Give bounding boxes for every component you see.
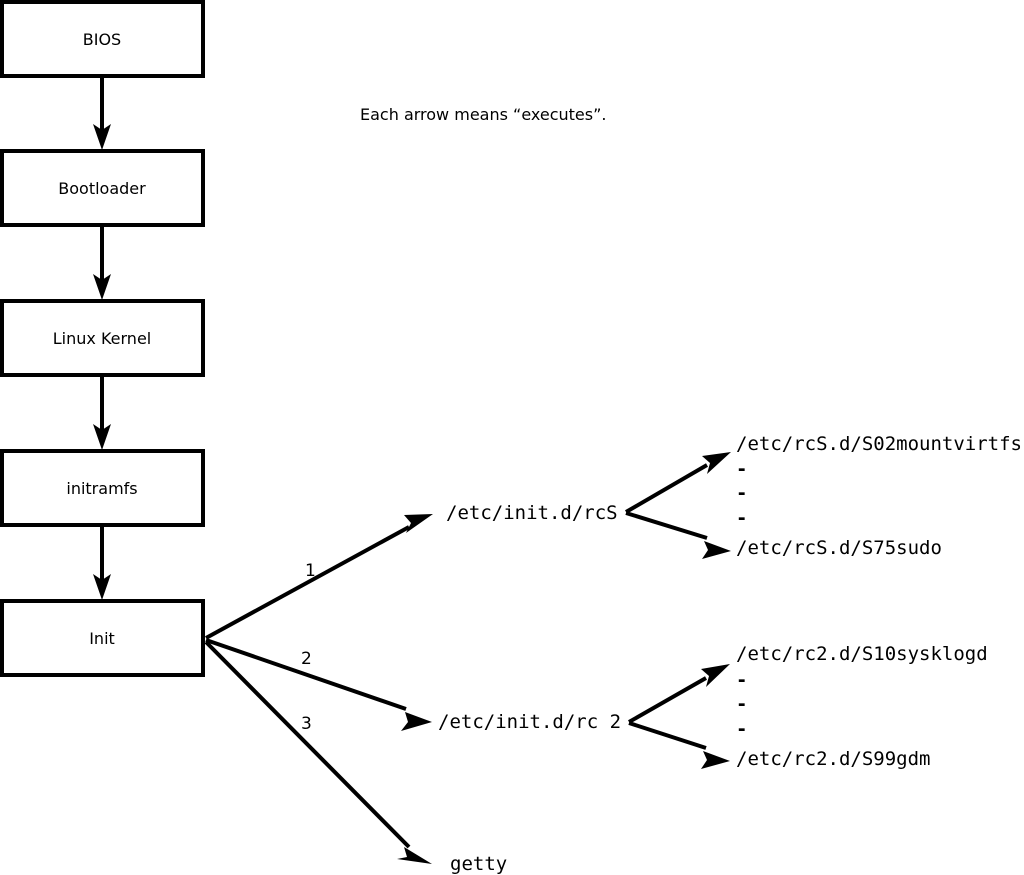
label-rcs-first-script: /etc/rcS.d/S02mountvirtfs xyxy=(736,433,1022,455)
node-bios[interactable]: BIOS xyxy=(0,0,205,78)
arrowhead-icon xyxy=(404,514,433,533)
label-init-d-rcs: /etc/init.d/rcS xyxy=(446,502,618,524)
node-kernel-rect[interactable] xyxy=(0,299,205,377)
rcs-ellipsis-dash: - xyxy=(736,482,747,504)
legend-note: Each arrow means “executes”. xyxy=(360,105,606,124)
node-init-rect[interactable] xyxy=(0,599,205,677)
arrow-bootloader-to-kernel xyxy=(93,227,111,300)
rc2-ellipsis-dash: - xyxy=(736,669,747,691)
arrowhead-icon xyxy=(93,274,111,300)
arrowhead-icon xyxy=(702,541,731,559)
arrow-number-2: 2 xyxy=(301,649,312,669)
arrow-rc2-to-first-script xyxy=(628,664,730,724)
node-bootloader-label: Bootloader xyxy=(58,179,146,198)
arrow-rcs-to-last-script xyxy=(625,511,731,559)
rcs-ellipsis-dash: - xyxy=(736,507,747,529)
arrowhead-icon xyxy=(701,664,730,687)
rcs-ellipsis-dash: - xyxy=(736,458,747,480)
rc2-ellipsis-dash: - xyxy=(736,718,747,740)
arrowhead-icon xyxy=(701,751,730,769)
node-bios-rect[interactable] xyxy=(0,0,205,78)
node-initramfs[interactable]: initramfs xyxy=(0,449,205,527)
node-init-label: Init xyxy=(89,629,115,648)
rc2-ellipsis-dash: - xyxy=(736,693,747,715)
arrow-rcs-to-first-script xyxy=(624,452,731,514)
arrow-initramfs-to-init xyxy=(93,527,111,600)
arrowhead-icon xyxy=(401,712,432,731)
arrowhead-icon xyxy=(93,424,111,450)
arrow-kernel-to-initramfs xyxy=(93,377,111,450)
label-init-d-rc2: /etc/init.d/rc 2 xyxy=(438,711,621,733)
node-initramfs-label: initramfs xyxy=(66,479,137,498)
arrowhead-icon xyxy=(397,847,432,864)
arrow-init-to-getty xyxy=(204,640,432,864)
arrowhead-icon xyxy=(702,452,731,474)
node-bios-label: BIOS xyxy=(83,30,121,49)
node-init[interactable]: Init xyxy=(0,599,205,677)
label-getty: getty xyxy=(450,853,507,875)
arrow-number-3: 3 xyxy=(301,714,312,734)
node-bootloader-rect[interactable] xyxy=(0,149,205,227)
node-bootloader[interactable]: Bootloader xyxy=(0,149,205,227)
node-kernel[interactable]: Linux Kernel xyxy=(0,299,205,377)
node-initramfs-rect[interactable] xyxy=(0,449,205,527)
node-kernel-label: Linux Kernel xyxy=(53,329,151,348)
arrowhead-icon xyxy=(93,124,111,150)
arrow-init-to-rcs xyxy=(205,514,433,640)
label-rcs-last-script: /etc/rcS.d/S75sudo xyxy=(736,537,942,559)
arrow-init-to-rc2 xyxy=(205,638,432,731)
arrow-number-1: 1 xyxy=(305,561,316,581)
arrowhead-icon xyxy=(93,574,111,600)
arrow-rc2-to-last-script xyxy=(628,721,730,769)
arrow-bios-to-bootloader xyxy=(93,77,111,150)
label-rc2-first-script: /etc/rc2.d/S10sysklogd xyxy=(736,643,988,665)
label-rc2-last-script: /etc/rc2.d/S99gdm xyxy=(736,748,930,770)
